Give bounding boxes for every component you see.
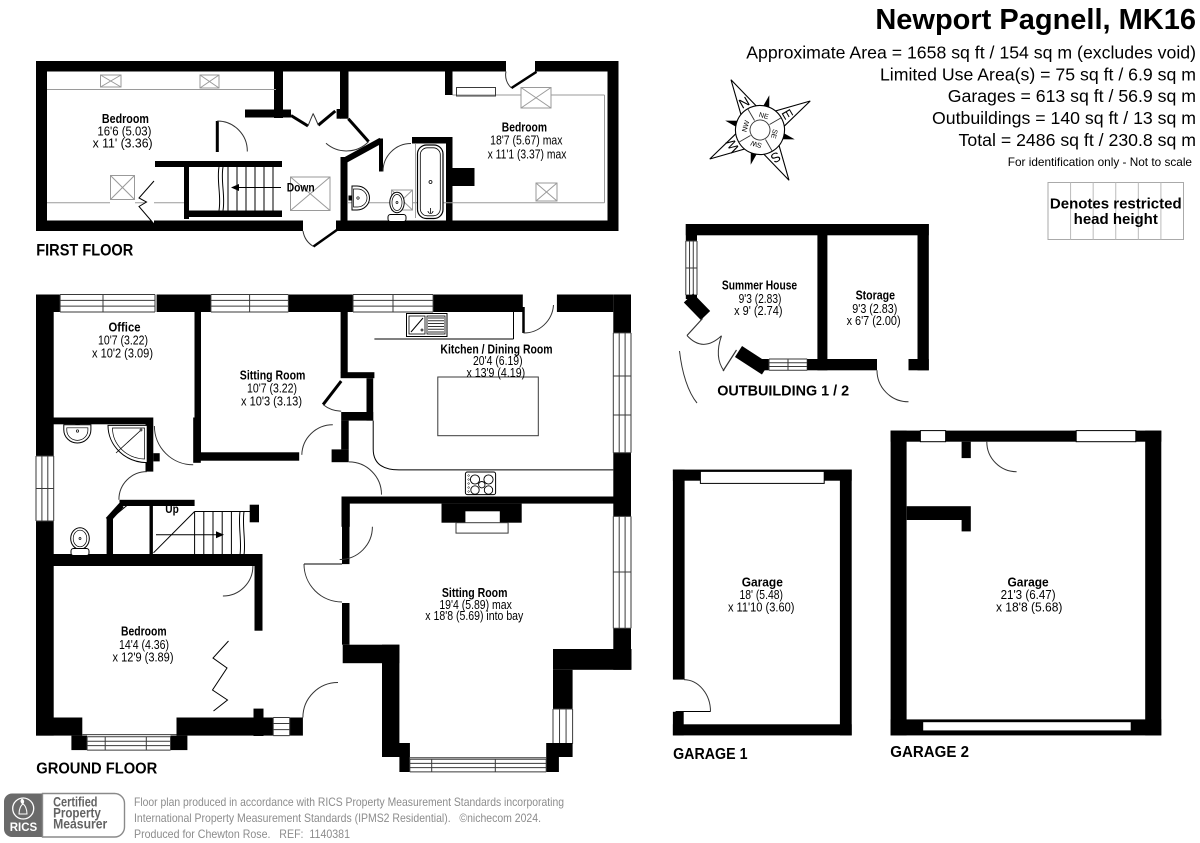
svg-text:RICS: RICS [10, 822, 38, 834]
svg-text:Floor plan produced in accorda: Floor plan produced in accordance with R… [134, 796, 564, 809]
svg-text:GROUND FLOOR: GROUND FLOOR [36, 761, 157, 778]
svg-text:FIRST FLOOR: FIRST FLOOR [36, 241, 133, 260]
svg-text:Office: Office [109, 320, 141, 335]
svg-text:x 9' (2.74): x 9' (2.74) [734, 303, 782, 318]
svg-text:x 13'9 (4.19): x 13'9 (4.19) [466, 365, 525, 380]
svg-text:NW: NW [742, 119, 752, 132]
svg-text:20'4 (6.19): 20'4 (6.19) [473, 353, 523, 368]
svg-text:SW: SW [750, 139, 763, 149]
svg-text:x 10'2 (3.09): x 10'2 (3.09) [92, 345, 153, 360]
svg-text:Garages = 613 sq ft / 56.9 sq: Garages = 613 sq ft / 56.9 sq m [948, 86, 1196, 106]
svg-text:Limited Use Area(s) = 75 sq ft: Limited Use Area(s) = 75 sq ft / 6.9 sq … [880, 64, 1196, 84]
svg-text:x 11' (3.36): x 11' (3.36) [93, 135, 153, 150]
svg-text:x 10'3 (3.13): x 10'3 (3.13) [241, 393, 302, 408]
svg-text:x 18'8 (5.69) into bay: x 18'8 (5.69) into bay [425, 608, 523, 623]
svg-text:Sitting Room: Sitting Room [442, 585, 508, 600]
svg-text:18'7 (5.67) max: 18'7 (5.67) max [490, 132, 563, 147]
svg-text:x 6'7 (2.00): x 6'7 (2.00) [847, 313, 901, 328]
svg-text:Up: Up [165, 502, 179, 516]
svg-text:16'6 (5.03): 16'6 (5.03) [97, 124, 151, 139]
svg-text:Garage: Garage [742, 575, 783, 590]
svg-text:Measurer: Measurer [53, 817, 108, 832]
svg-text:OUTBUILDING 1 / 2: OUTBUILDING 1 / 2 [717, 384, 849, 400]
svg-text:Denotes restricted: Denotes restricted [1050, 196, 1182, 213]
svg-text:19'4 (5.89) max: 19'4 (5.89) max [439, 597, 512, 612]
svg-text:Bedroom: Bedroom [121, 623, 167, 638]
svg-text:9'3 (2.83): 9'3 (2.83) [739, 291, 782, 306]
svg-text:GARAGE 2: GARAGE 2 [890, 744, 969, 761]
svg-text:Property: Property [53, 806, 101, 821]
svg-text:x 12'9 (3.89): x 12'9 (3.89) [113, 650, 174, 665]
svg-text:14'4 (4.36): 14'4 (4.36) [119, 637, 169, 652]
svg-text:Outbuildings = 140 sq ft / 13: Outbuildings = 140 sq ft / 13 sq m [932, 108, 1196, 128]
svg-text:Produced for Chewton Rose. R: Produced for Chewton Rose. REF: 1140381 [134, 828, 350, 841]
svg-text:x 18'8 (5.68): x 18'8 (5.68) [996, 600, 1063, 615]
svg-text:Certified: Certified [53, 795, 97, 810]
svg-text:Newport Pagnell, MK16: Newport Pagnell, MK16 [875, 4, 1196, 36]
svg-text:Sitting Room: Sitting Room [240, 368, 306, 383]
svg-text:Approximate Area = 1658 sq ft: Approximate Area = 1658 sq ft / 154 sq m… [746, 43, 1196, 63]
svg-text:21'3 (6.47): 21'3 (6.47) [1001, 587, 1056, 602]
svg-text:Down: Down [287, 181, 315, 195]
svg-text:x 11'10 (3.60): x 11'10 (3.60) [728, 600, 795, 615]
svg-text:International Property Measure: International Property Measurement Stand… [134, 812, 541, 825]
svg-text:9'3 (2.83): 9'3 (2.83) [852, 301, 897, 316]
svg-text:Bedroom: Bedroom [102, 111, 149, 126]
svg-text:NE: NE [758, 112, 770, 121]
svg-text:Total = 2486 sq ft / 230.8 sq: Total = 2486 sq ft / 230.8 sq m [959, 130, 1196, 150]
svg-text:Garage: Garage [1008, 575, 1049, 590]
svg-text:Kitchen / Dining Room: Kitchen / Dining Room [440, 342, 552, 357]
svg-text:Storage: Storage [856, 287, 895, 302]
svg-text:head height: head height [1074, 211, 1158, 228]
svg-text:x 11'1 (3.37) max: x 11'1 (3.37) max [488, 146, 567, 161]
svg-text:SE: SE [769, 128, 778, 139]
svg-text:For identification only - Not: For identification only - Not to scale [1008, 155, 1193, 169]
svg-text:GARAGE 1: GARAGE 1 [673, 746, 747, 763]
svg-text:10'7 (3.22): 10'7 (3.22) [247, 381, 297, 396]
svg-text:Bedroom: Bedroom [502, 119, 547, 134]
svg-text:18' (5.48): 18' (5.48) [739, 587, 783, 602]
svg-text:10'7 (3.22): 10'7 (3.22) [98, 332, 148, 347]
svg-text:Summer House: Summer House [722, 277, 797, 292]
